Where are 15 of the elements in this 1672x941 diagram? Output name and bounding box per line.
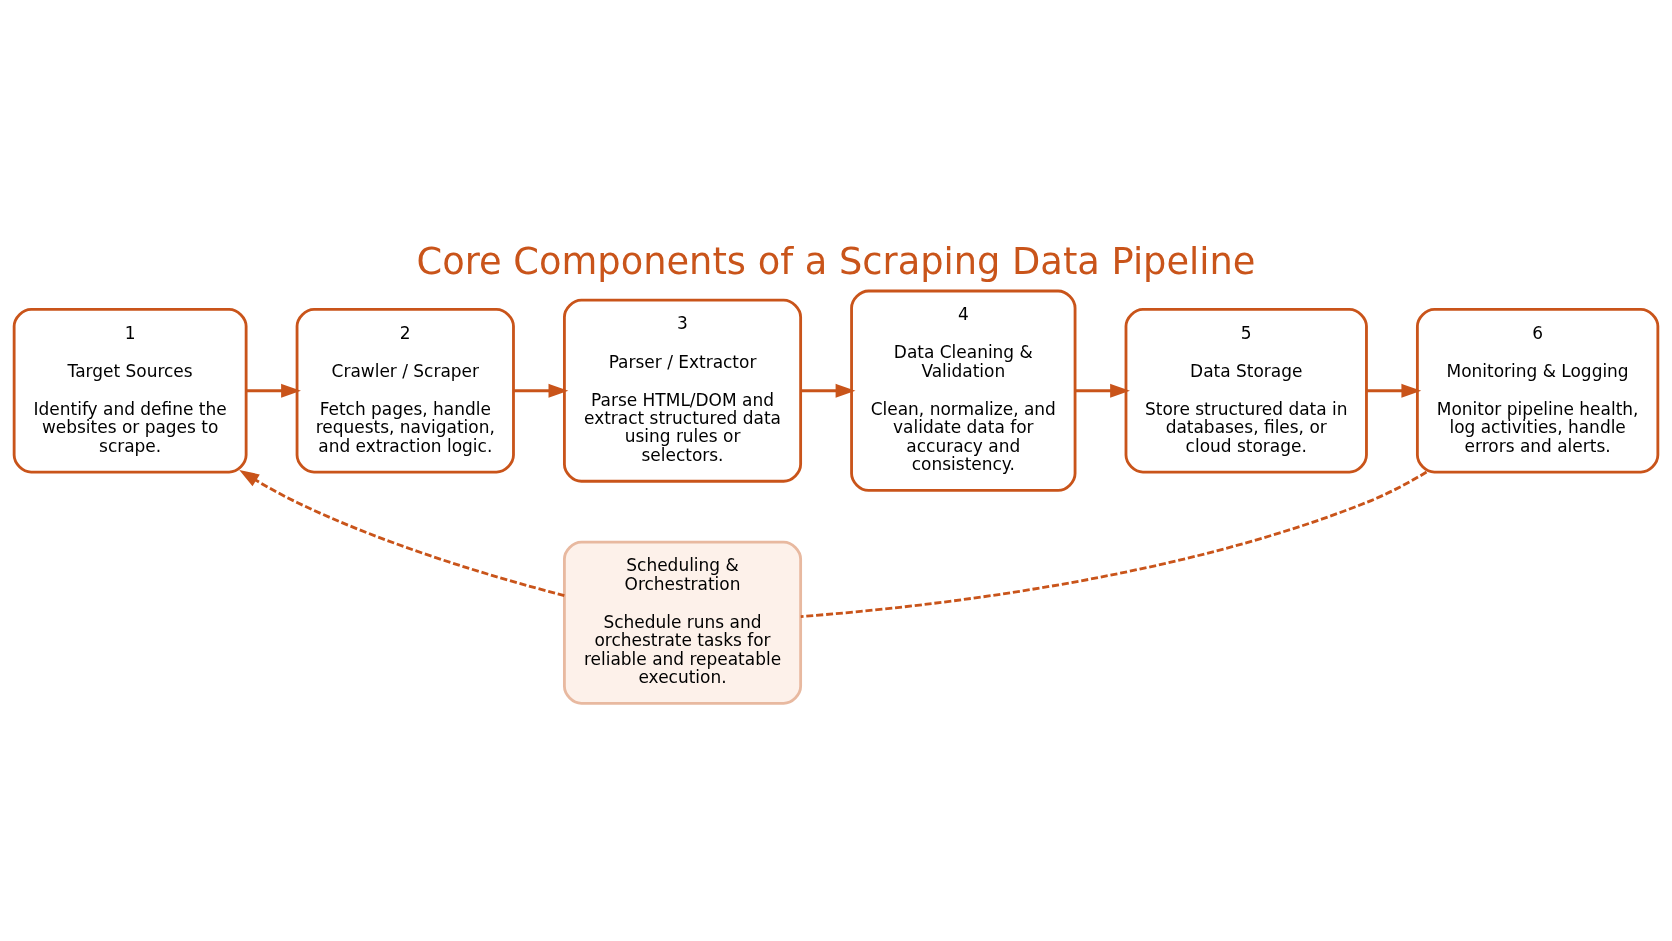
connector bbox=[800, 470, 1428, 618]
node-box: 2 Crawler / Scraper Fetch pages, handle requests, navigation, and extraction logic. bbox=[295, 307, 515, 473]
node-box: 4 Data Cleaning & Validation Clean, normalize, and validate data for accuracy and consistency. bbox=[850, 289, 1077, 492]
arrow bbox=[1075, 383, 1130, 398]
arrow bbox=[239, 469, 565, 597]
node-box: 1 Target Sources Identify and define the websites or pages to scrape. bbox=[12, 307, 248, 473]
node-box: 6 Monitoring & Logging Monitor pipeline health, log activities, handle errors and alerts. bbox=[1415, 307, 1660, 473]
node-box: 5 Data Storage Store structured data in databases, files, or cloud storage. bbox=[1124, 307, 1368, 473]
arrow bbox=[513, 383, 569, 398]
arrow bbox=[246, 383, 301, 398]
node-box: Scheduling & Orchestration Schedule runs and orchestrate tasks for reliable and repeatable execution. bbox=[563, 540, 803, 705]
node-box: 3 Parser / Extractor Parse HTML/DOM and extract structured data using rules or selectors. bbox=[563, 298, 803, 483]
diagram-title: Core Components of a Scraping Data Pipeline bbox=[416, 239, 1256, 283]
arrow bbox=[1366, 383, 1422, 398]
arrow bbox=[801, 383, 856, 398]
